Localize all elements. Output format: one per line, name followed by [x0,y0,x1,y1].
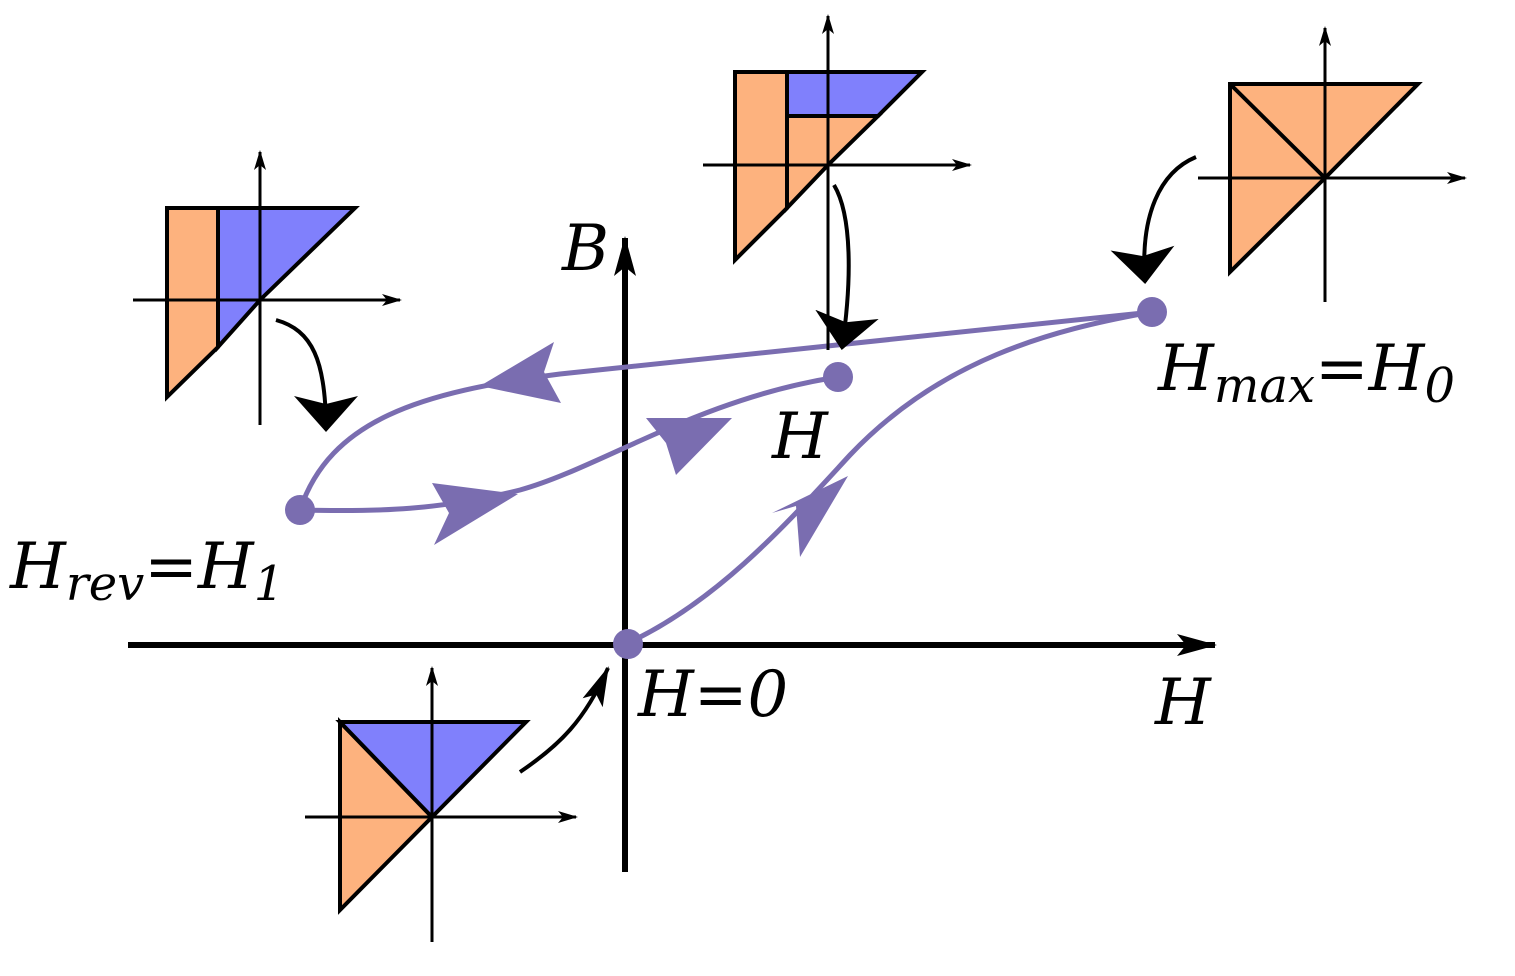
inset-current-blue-region [785,70,927,118]
pointer-arrow-current [815,183,879,350]
point-h-current [823,362,853,392]
virgin-curve [626,309,1153,646]
pointer-arrow-initial [518,666,610,774]
label-h-max: Hmax=H0 [1157,332,1455,414]
h-axis-label: H [1154,666,1212,740]
inset-initial [305,666,578,942]
b-axis-label: B [561,212,609,286]
label-h-rev: Hrev=H1 [9,530,284,612]
inset-hrev-orange-region [165,206,220,402]
label-origin: H=0 [637,658,788,732]
inset-current [703,14,972,350]
arrowhead-descending [480,342,561,403]
point-h-rev [285,495,315,525]
inset-hmax-diagonal [1228,82,1327,180]
key-points [285,297,1167,659]
arrowhead-minor-1 [432,483,518,545]
hysteresis-curves [297,309,1153,646]
main-axes: H B [128,212,1217,872]
pointer-arrow-hmax [1110,155,1197,284]
inset-hmax [1198,26,1467,302]
curve-arrowheads [432,342,848,557]
arrowhead-minor-2 [646,418,732,475]
point-labels: H=0 H Hmax=H0 Hrev=H1 [9,332,1455,732]
label-h-current: H [771,400,829,474]
inset-hrev-blue-region [216,206,360,353]
inset-hrev [133,150,402,425]
inset-current-orange-inner [785,114,883,213]
pointer-arrow-hrev [275,318,358,432]
point-origin [613,629,643,659]
point-h-max [1137,297,1167,327]
arrowhead-virgin [772,476,848,557]
ascending-minor-loop [299,374,839,514]
